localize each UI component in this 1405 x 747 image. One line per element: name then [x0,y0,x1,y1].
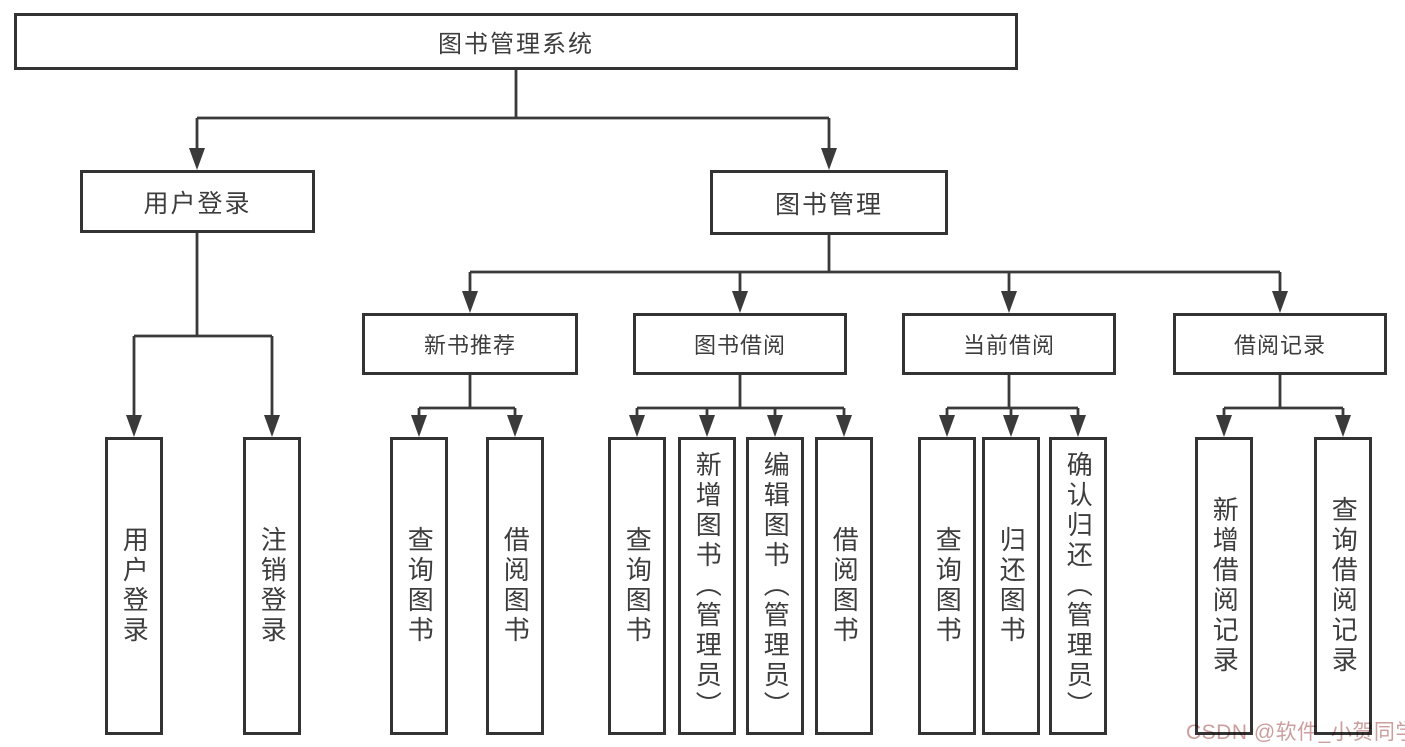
node-leaf-edit-book-admin-label: 编辑图书（管理员） [760,451,791,721]
node-leaf-confirm-return-admin: 确认归还（管理员） [1049,437,1107,735]
node-leaf-add-borrow-record: 新增借阅记录 [1195,437,1253,735]
node-leaf-cur-query-book: 查询图书 [918,437,976,735]
node-new-book-recommend-label: 新书推荐 [423,333,516,358]
node-leaf-return-book: 归还图书 [982,437,1040,735]
node-leaf-rec-query-book-label: 查询图书 [404,526,435,646]
node-user-login: 用户登录 [80,170,315,233]
node-book-management-label: 图书管理 [774,190,883,219]
connector-book-mgmt-to-level3 [462,235,1288,313]
node-leaf-logout: 注销登录 [243,437,301,735]
node-leaf-borrow-book-label: 借阅图书 [829,526,860,646]
node-book-management: 图书管理 [710,170,948,235]
node-user-login-label: 用户登录 [143,189,252,218]
node-new-book-recommend: 新书推荐 [362,313,578,375]
node-leaf-rec-query-book: 查询图书 [390,437,448,735]
node-leaf-return-book-label: 归还图书 [996,526,1027,646]
connector-borrow-records-to-leaves [1216,375,1351,437]
connector-user-login-to-leaves [126,233,280,437]
node-library-system: 图书管理系统 [14,13,1018,70]
node-leaf-rec-borrow-book-label: 借阅图书 [500,526,531,646]
node-leaf-edit-book-admin: 编辑图书（管理员） [746,437,804,735]
csdn-watermark: CSDN @软件_小贺同学 [1186,721,1405,744]
node-borrow-records: 借阅记录 [1173,313,1387,375]
node-book-borrow-label: 图书借阅 [693,333,786,358]
node-leaf-add-book-admin: 新增图书（管理员） [678,437,736,735]
node-leaf-cur-query-book-label: 查询图书 [932,526,963,646]
node-leaf-rec-borrow-book: 借阅图书 [486,437,544,735]
node-leaf-borrow-book: 借阅图书 [815,437,873,735]
connector-current-borrow-to-leaves [939,375,1086,437]
node-current-borrow-label: 当前借阅 [962,333,1055,358]
node-borrow-records-label: 借阅记录 [1233,333,1326,358]
node-leaf-add-book-admin-label: 新增图书（管理员） [692,451,723,721]
connector-new-book-recommend-to-leaves [411,375,523,437]
node-leaf-query-borrow-record-label: 查询借阅记录 [1328,496,1359,676]
node-leaf-logout-label: 注销登录 [257,526,288,646]
node-leaf-confirm-return-admin-label: 确认归还（管理员） [1063,451,1094,721]
node-leaf-borrow-query-book-label: 查询图书 [622,526,653,646]
connector-book-borrow-to-leaves [629,375,852,437]
node-library-system-label: 图书管理系统 [438,31,594,58]
node-leaf-add-borrow-record-label: 新增借阅记录 [1209,496,1240,676]
node-book-borrow: 图书借阅 [633,313,847,375]
node-current-borrow: 当前借阅 [902,313,1116,375]
node-leaf-user-login: 用户登录 [105,437,163,735]
node-leaf-user-login-label: 用户登录 [119,526,150,646]
connector-root-to-level2 [189,70,837,170]
node-leaf-query-borrow-record: 查询借阅记录 [1314,437,1372,735]
node-leaf-borrow-query-book: 查询图书 [608,437,666,735]
